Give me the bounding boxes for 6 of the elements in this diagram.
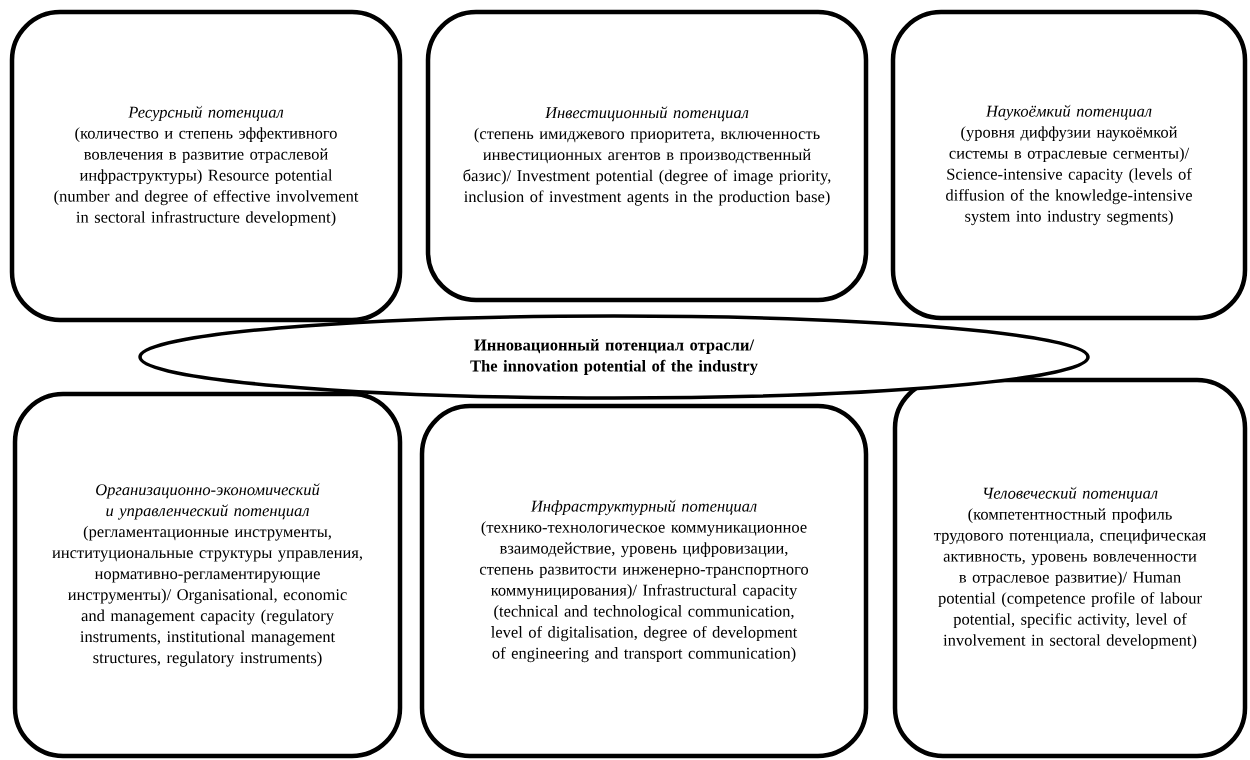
rounded-box: Наукоёмкий потенциал (уровня диффузии наукоёмкой системы в отраслевые сегменты)/ Science-intensive capacity (levels of diffusion of the knowledge-intensive system into industry segments) — [890, 9, 1248, 321]
rounded-box: Ресурсный потенциал (количество и степень эффективного вовлечения в развитие отраслевой инфраструктуры) Resource potential (number and degree of effective involvement in sectoral infrastructure development) — [9, 9, 403, 323]
rounded-box: Человеческий потенциал (компетентностный профиль трудового потенциала, специфическая активность, уровень вовлеченности в отраслевое развитие)/ Human potential (competence profile of labour potential, specific activity, level of involvement in sectoral development) — [892, 377, 1248, 759]
rounded-box: Инфраструктурный потенциал (технико-технологическое коммуникационное взаимодействие, уровень цифровизации, степень развитости инженерно-транспортного коммуницирования)/ Infrastructural capacity (technical and technological communication, level of digitalisation, degree of development of engineering and transport communication) — [419, 403, 869, 759]
rounded-box: Организационно-экономический и управленческий потенциал (регламентационные инструменты, институциональные структуры управления, нормативно-регламентирующие инструменты)/ Organisational, economic and management capacity (regulatory instruments, institutional management structures, regulatory instruments) — [12, 391, 403, 759]
rounded-box: Инвестиционный потенциал (степень имиджевого приоритета, включенность инвестиционных агентов в производственный базис)/ Investment potential (degree of image priority, inclusion of investment agents in the production base) — [425, 9, 869, 303]
